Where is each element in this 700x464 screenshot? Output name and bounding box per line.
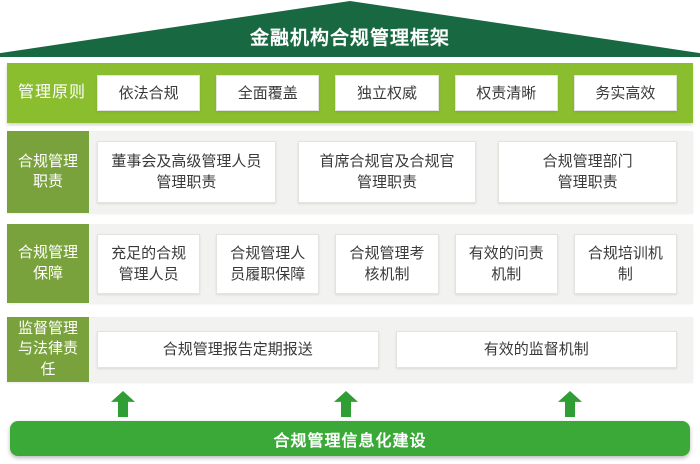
row-content: 充足的合规 管理人员 合规管理人 员履职保障 合规管理考 核机制 有效的问责 机… xyxy=(97,224,678,303)
row-label-compliance-duties: 合规管理 职责 xyxy=(7,131,89,213)
diagram-title: 金融机构合规管理框架 xyxy=(249,28,450,49)
principle-box: 权责清晰 xyxy=(454,75,558,111)
safeguard-box: 合规培训机 制 xyxy=(573,233,678,294)
footer-label: 合规管理信息化建设 xyxy=(273,432,427,450)
row-label-management-principles: 管理原则 xyxy=(17,84,86,102)
supervision-box: 有效的监督机制 xyxy=(395,331,677,368)
safeguard-box: 合规管理人 员履职保障 xyxy=(216,233,320,294)
principle-box: 务实高效 xyxy=(573,75,678,111)
footer-bar: 合规管理信息化建设 xyxy=(10,421,690,456)
up-arrow-icon xyxy=(334,391,358,417)
safeguard-box: 有效的问责 机制 xyxy=(454,233,558,294)
row-label-compliance-safeguards: 合规管理 保障 xyxy=(7,224,89,303)
supervision-box: 合规管理报告定期报送 xyxy=(97,331,379,368)
duty-box: 首席合规官及合规官 管理职责 xyxy=(297,141,477,203)
up-arrow-icon xyxy=(558,391,582,417)
roof-shape: 金融机构合规管理框架 xyxy=(0,1,700,57)
row-label-supervision-legal: 监督管理 与法律责 任 xyxy=(7,317,89,382)
principle-box: 全面覆盖 xyxy=(216,75,320,111)
principle-box: 依法合规 xyxy=(97,75,201,111)
row-content: 董事会及高级管理人员 管理职责 首席合规官及合规官 管理职责 合规管理部门 管理… xyxy=(97,131,678,213)
principle-box: 独立权威 xyxy=(335,75,439,111)
row-compliance-safeguards: 合规管理 保障 充足的合规 管理人员 合规管理人 员履职保障 合规管理考 核机制… xyxy=(7,224,693,303)
safeguard-box: 充足的合规 管理人员 xyxy=(97,233,201,294)
row-supervision-legal: 监督管理 与法律责 任 合规管理报告定期报送 有效的监督机制 xyxy=(7,317,693,382)
duty-box: 合规管理部门 管理职责 xyxy=(498,141,678,203)
row-content: 合规管理报告定期报送 有效的监督机制 xyxy=(97,317,677,382)
safeguard-box: 合规管理考 核机制 xyxy=(335,233,439,294)
row-compliance-duties: 合规管理 职责 董事会及高级管理人员 管理职责 首席合规官及合规官 管理职责 合… xyxy=(7,131,693,213)
duty-box: 董事会及高级管理人员 管理职责 xyxy=(97,141,276,203)
row-management-principles: 管理原则 依法合规 全面覆盖 独立权威 权责清晰 务实高效 xyxy=(7,63,693,123)
up-arrow-icon xyxy=(111,391,135,417)
row-content: 依法合规 全面覆盖 独立权威 权责清晰 务实高效 xyxy=(97,63,678,123)
